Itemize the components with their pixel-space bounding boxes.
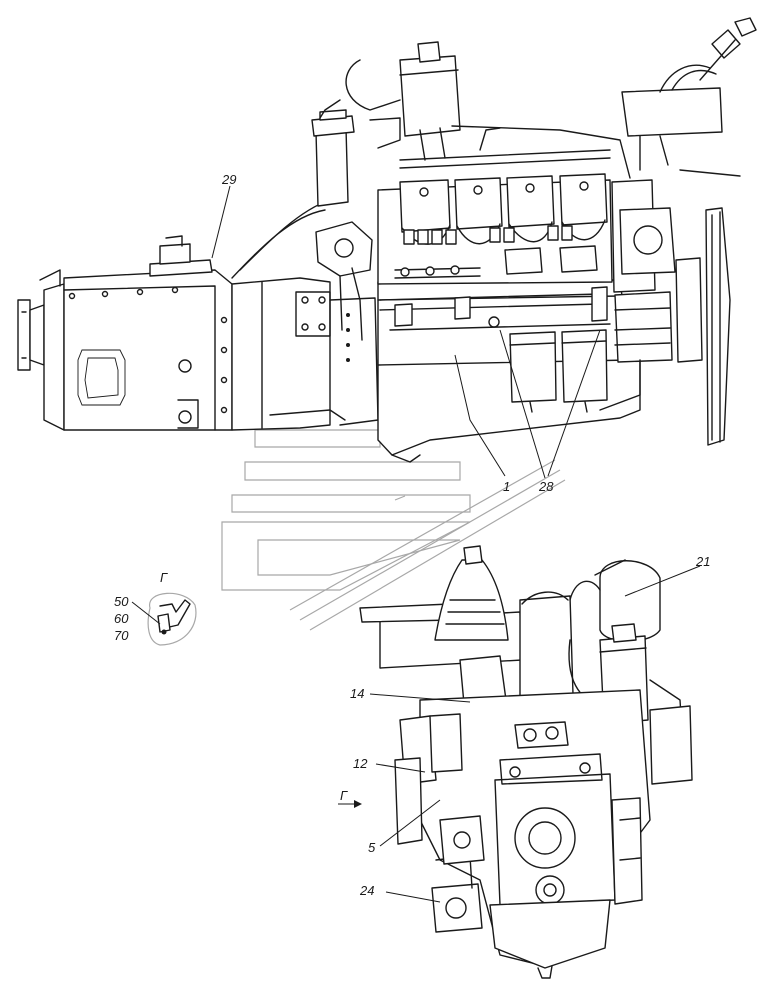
expansion-tank — [399, 55, 461, 137]
callout-24: 24 — [359, 883, 374, 898]
engine-block-side — [231, 17, 757, 463]
sensor-28 — [488, 316, 500, 328]
fuel-filter — [315, 127, 349, 207]
view-arrow-label-g: Г — [340, 788, 348, 803]
shift-boot-base — [621, 87, 723, 137]
oil-filter-2 — [561, 329, 608, 403]
leader-lines — [131, 185, 701, 903]
ghost-outline — [221, 429, 566, 631]
callout-14: 14 — [350, 686, 364, 701]
oil-filter-1 — [509, 331, 557, 403]
gearbox — [17, 235, 379, 431]
callout-1: 1 — [503, 479, 510, 494]
callout-28: 28 — [538, 479, 554, 494]
fuel-rail — [399, 149, 611, 169]
injectors — [403, 225, 573, 245]
callout-29: 29 — [221, 172, 236, 187]
detail-g — [147, 592, 197, 646]
callout-labels: 29 1 28 21 14 12 5 24 50 60 70 Г Г — [114, 172, 710, 898]
callout-70: 70 — [114, 628, 129, 643]
view-label-g: Г — [160, 570, 168, 585]
fan-pulley — [705, 207, 731, 446]
engine-front-view — [359, 545, 693, 979]
callout-5: 5 — [368, 840, 376, 855]
bolt-detail — [157, 613, 171, 633]
callout-12: 12 — [353, 756, 368, 771]
round-filter-21 — [599, 560, 661, 642]
callout-21: 21 — [695, 554, 710, 569]
head-covers — [399, 173, 608, 233]
callout-50: 50 — [114, 594, 129, 609]
callout-60: 60 — [114, 611, 129, 626]
gearbox-bolts — [68, 286, 228, 414]
